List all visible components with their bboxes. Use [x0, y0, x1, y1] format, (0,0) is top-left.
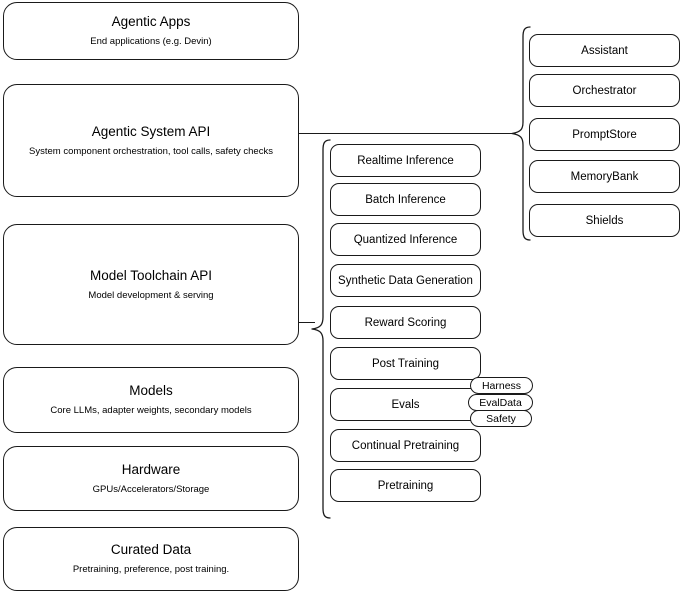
layer-title: Agentic Apps [111, 14, 191, 30]
chip-label: Evals [391, 398, 420, 411]
component-label: MemoryBank [570, 170, 639, 183]
connector-model-toolchain-api [299, 322, 315, 323]
layer-subtitle: End applications (e.g. Devin) [90, 36, 212, 47]
layer-title: Agentic System API [91, 123, 211, 139]
component-label: PromptStore [572, 128, 637, 141]
chip-quantized-inference[interactable]: Quantized Inference [330, 223, 481, 256]
badge-evaldata[interactable]: EvalData [468, 394, 533, 411]
brace-system-components [511, 26, 531, 241]
layer-hardware[interactable]: Hardware GPUs/Accelerators/Storage [3, 446, 299, 511]
badge-label: Harness [481, 379, 522, 392]
component-label: Assistant [581, 44, 628, 57]
component-label: Orchestrator [572, 84, 637, 97]
chip-continual-pretraining[interactable]: Continual Pretraining [330, 429, 481, 462]
layer-model-toolchain-api[interactable]: Model Toolchain API Model development & … [3, 224, 299, 345]
badge-label: EvalData [479, 396, 522, 409]
brace-toolchain [311, 139, 331, 519]
layer-curated-data[interactable]: Curated Data Pretraining, preference, po… [3, 527, 299, 591]
layer-agentic-apps[interactable]: Agentic Apps End applications (e.g. Devi… [3, 2, 299, 60]
layer-subtitle: Core LLMs, adapter weights, secondary mo… [50, 405, 252, 416]
chip-post-training[interactable]: Post Training [330, 347, 481, 380]
badge-safety[interactable]: Safety [470, 410, 532, 427]
chip-label: Realtime Inference [357, 154, 454, 167]
chip-label: Quantized Inference [353, 233, 458, 246]
badge-label: Safety [486, 412, 516, 425]
chip-label: Batch Inference [365, 193, 446, 206]
component-orchestrator[interactable]: Orchestrator [529, 74, 680, 107]
chip-evals[interactable]: Evals [330, 388, 481, 421]
component-memorybank[interactable]: MemoryBank [529, 160, 680, 193]
component-label: Shields [585, 214, 624, 227]
layer-title: Curated Data [110, 542, 192, 558]
chip-label: Post Training [371, 357, 440, 370]
chip-realtime-inference[interactable]: Realtime Inference [330, 144, 481, 177]
chip-label: Synthetic Data Generation [338, 274, 473, 287]
layer-title: Hardware [121, 461, 181, 477]
chip-pretraining[interactable]: Pretraining [330, 469, 481, 502]
layer-subtitle: GPUs/Accelerators/Storage [92, 483, 210, 495]
chip-batch-inference[interactable]: Batch Inference [330, 183, 481, 216]
chip-label: Reward Scoring [364, 316, 447, 329]
component-shields[interactable]: Shields [529, 204, 680, 237]
badge-harness[interactable]: Harness [470, 377, 533, 394]
component-assistant[interactable]: Assistant [529, 34, 680, 67]
chip-label: Pretraining [377, 479, 434, 492]
chip-reward-scoring[interactable]: Reward Scoring [330, 306, 481, 339]
layer-subtitle: System component orchestration, tool cal… [29, 145, 273, 157]
chip-synthetic-data-generation[interactable]: Synthetic Data Generation [330, 264, 481, 297]
layer-subtitle: Pretraining, preference, post training. [72, 564, 230, 575]
layer-models[interactable]: Models Core LLMs, adapter weights, secon… [3, 367, 299, 433]
chip-label: Continual Pretraining [351, 439, 460, 452]
layer-subtitle: Model development & serving [88, 289, 214, 301]
layer-title: Model Toolchain API [89, 267, 213, 283]
connector-agentic-system-api [299, 133, 512, 134]
component-promptstore[interactable]: PromptStore [529, 118, 680, 151]
layer-title: Models [129, 383, 173, 399]
layer-agentic-system-api[interactable]: Agentic System API System component orch… [3, 84, 299, 197]
